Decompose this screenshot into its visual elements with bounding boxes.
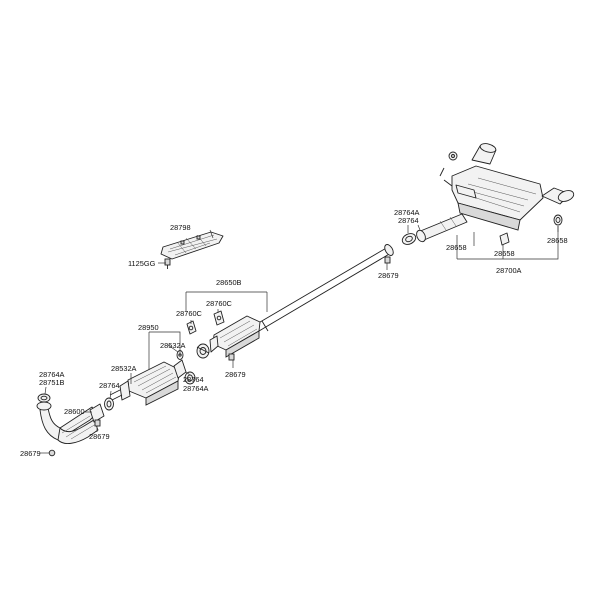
label-28760c-right: 28760C <box>206 299 233 308</box>
label-28532a-upper: 28532A <box>160 341 186 350</box>
label-28679-front-b: 28679 <box>20 449 41 458</box>
nut-28679-center <box>228 353 235 361</box>
label-28700a: 28700A <box>496 266 522 275</box>
label-28650b: 28650B <box>216 278 242 287</box>
label-28658-left: 28658 <box>446 243 467 252</box>
label-28600: 28600 <box>64 407 85 416</box>
label-28764-rear: 28764 <box>398 216 419 225</box>
center-pipe <box>254 244 394 332</box>
flange-gasket-center <box>196 343 210 359</box>
label-28764-center: 28764 <box>183 375 204 384</box>
nut-28679-front-a <box>94 419 101 427</box>
label-28658-middle: 28658 <box>494 249 515 258</box>
bolt-1125gg <box>164 258 171 269</box>
label-1125gg: 1125GG <box>128 259 156 268</box>
part-labels: 28798 1125GG 28650B 28760C 28760C 28950 … <box>20 208 568 458</box>
label-28764a-center: 28764A <box>183 384 209 393</box>
label-28798: 28798 <box>170 223 191 232</box>
label-28679-rear: 28679 <box>378 271 399 280</box>
ring-28764-front <box>104 397 114 411</box>
front-pipe <box>36 401 105 444</box>
hanger-28658-right <box>553 214 563 226</box>
label-28751b: 28751B <box>39 378 65 387</box>
rear-flange-gasket <box>401 233 417 245</box>
nut-28679-rear <box>384 256 391 264</box>
rear-muffler <box>439 143 575 231</box>
gasket-28764a-front <box>37 393 51 403</box>
center-resonator <box>209 315 261 358</box>
leader-lines <box>40 224 559 454</box>
label-28764a-front: 28764A <box>39 370 65 379</box>
label-28658-right: 28658 <box>547 236 568 245</box>
label-28679-center: 28679 <box>225 370 246 379</box>
label-28679-front-a: 28679 <box>89 432 110 441</box>
label-28532a-lower: 28532A <box>111 364 137 373</box>
label-28764-front: 28764 <box>99 381 120 390</box>
label-28764a-rear: 28764A <box>394 208 420 217</box>
nut-28679-front-b <box>48 449 56 457</box>
heat-shield <box>160 231 224 260</box>
hanger-28658-top <box>448 151 458 161</box>
hanger-28760c-left <box>186 320 197 335</box>
label-28950: 28950 <box>138 323 159 332</box>
label-28760c-left: 28760C <box>176 309 203 318</box>
rear-intermediate-pipe <box>416 213 468 243</box>
catalytic-converter <box>109 359 187 406</box>
hanger-28658-middle <box>499 232 510 246</box>
ring-28764-center <box>184 371 196 385</box>
hanger-28760c-right <box>213 310 225 326</box>
